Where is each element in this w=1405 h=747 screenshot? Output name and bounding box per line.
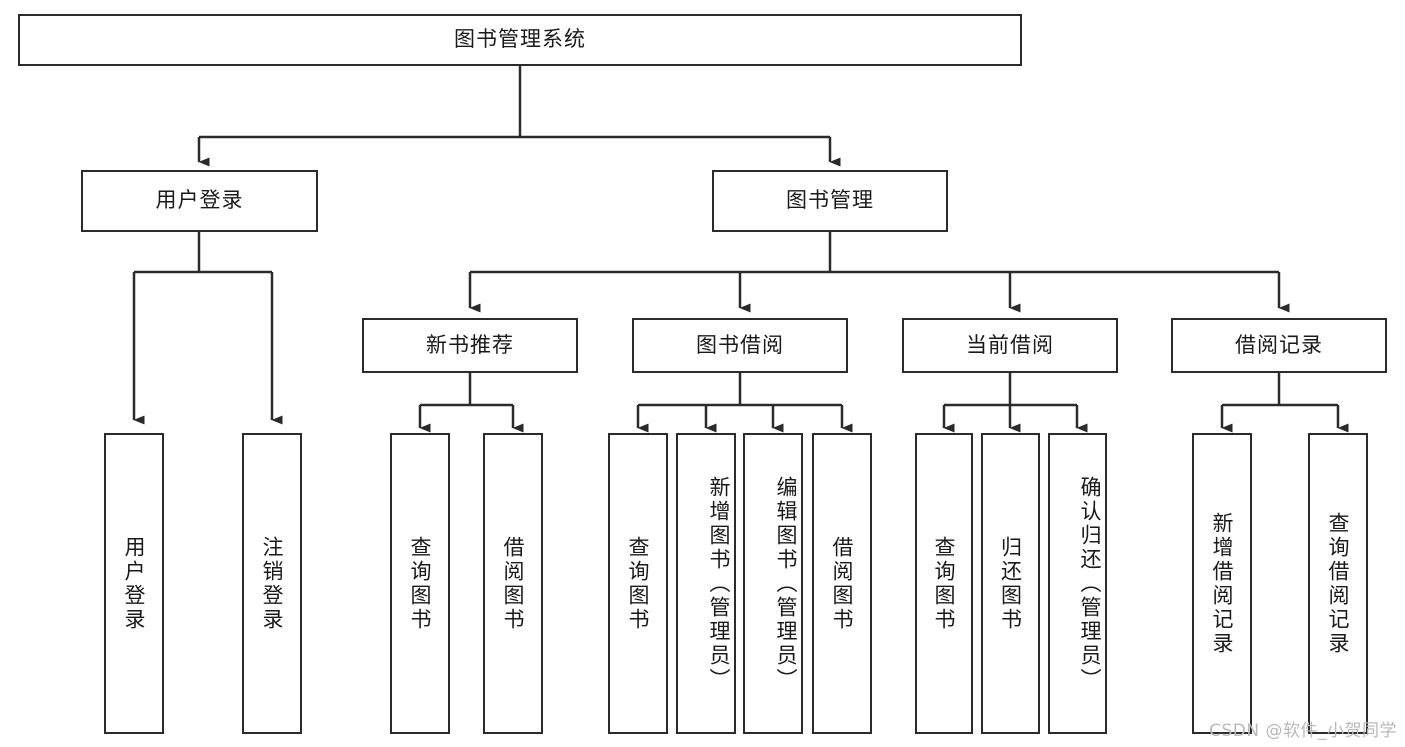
node-label: 查询图书 (932, 535, 956, 632)
node-label: 查询借阅记录 (1326, 511, 1350, 656)
node-book-borrow[interactable]: 图书借阅 (632, 318, 848, 373)
leaf-current-borrow-return-book[interactable]: 归还图书 (981, 433, 1040, 734)
node-new-book-recommend[interactable]: 新书推荐 (362, 318, 578, 373)
leaf-book-borrow-edit-book-admin[interactable]: 编辑图书（管理员） (743, 433, 803, 734)
leaf-current-borrow-query-book[interactable]: 查询图书 (915, 433, 973, 734)
leaf-borrow-record-add-record[interactable]: 新增借阅记录 (1192, 433, 1252, 734)
leaf-book-borrow-add-book-admin[interactable]: 新增图书（管理员） (676, 433, 736, 734)
node-label: 借阅记录 (1235, 332, 1323, 357)
node-user-login[interactable]: 用户登录 (81, 170, 318, 232)
node-label: 借阅图书 (830, 535, 854, 632)
leaf-borrow-record-query-record[interactable]: 查询借阅记录 (1308, 433, 1368, 734)
node-label: 用户登录 (122, 535, 146, 632)
node-borrow-record[interactable]: 借阅记录 (1171, 318, 1387, 373)
leaf-new-book-borrow-book[interactable]: 借阅图书 (483, 433, 543, 734)
node-label: 新增图书（管理员） (707, 475, 731, 692)
leaf-new-book-query-book[interactable]: 查询图书 (390, 433, 450, 734)
leaf-current-borrow-confirm-return-admin[interactable]: 确认归还（管理员） (1048, 433, 1107, 734)
leaf-book-borrow-borrow-book[interactable]: 借阅图书 (812, 433, 872, 734)
node-label: 图书管理 (786, 188, 874, 213)
node-label: 确认归还（管理员） (1078, 475, 1102, 692)
node-label: 借阅图书 (501, 535, 525, 632)
leaf-user-login-query[interactable]: 用户登录 (104, 433, 164, 734)
watermark-text: CSDN @软件_小贺同学 (1209, 721, 1397, 741)
node-label: 用户登录 (155, 188, 244, 213)
node-book-management[interactable]: 图书管理 (712, 170, 948, 232)
leaf-book-borrow-query-book[interactable]: 查询图书 (608, 433, 668, 734)
node-label: 编辑图书（管理员） (774, 475, 798, 692)
node-label: 归还图书 (998, 535, 1023, 632)
leaf-user-logout[interactable]: 注销登录 (242, 433, 302, 734)
node-label: 新增借阅记录 (1210, 511, 1234, 656)
node-label: 查询图书 (626, 535, 650, 632)
node-label: 新书推荐 (426, 332, 514, 357)
node-current-borrow[interactable]: 当前借阅 (902, 318, 1118, 373)
node-label: 图书管理系统 (454, 27, 586, 52)
node-root-book-management-system[interactable]: 图书管理系统 (18, 14, 1022, 66)
node-label: 注销登录 (260, 535, 284, 632)
node-label: 当前借阅 (966, 332, 1054, 357)
node-label: 查询图书 (408, 535, 432, 632)
node-label: 图书借阅 (696, 332, 784, 357)
